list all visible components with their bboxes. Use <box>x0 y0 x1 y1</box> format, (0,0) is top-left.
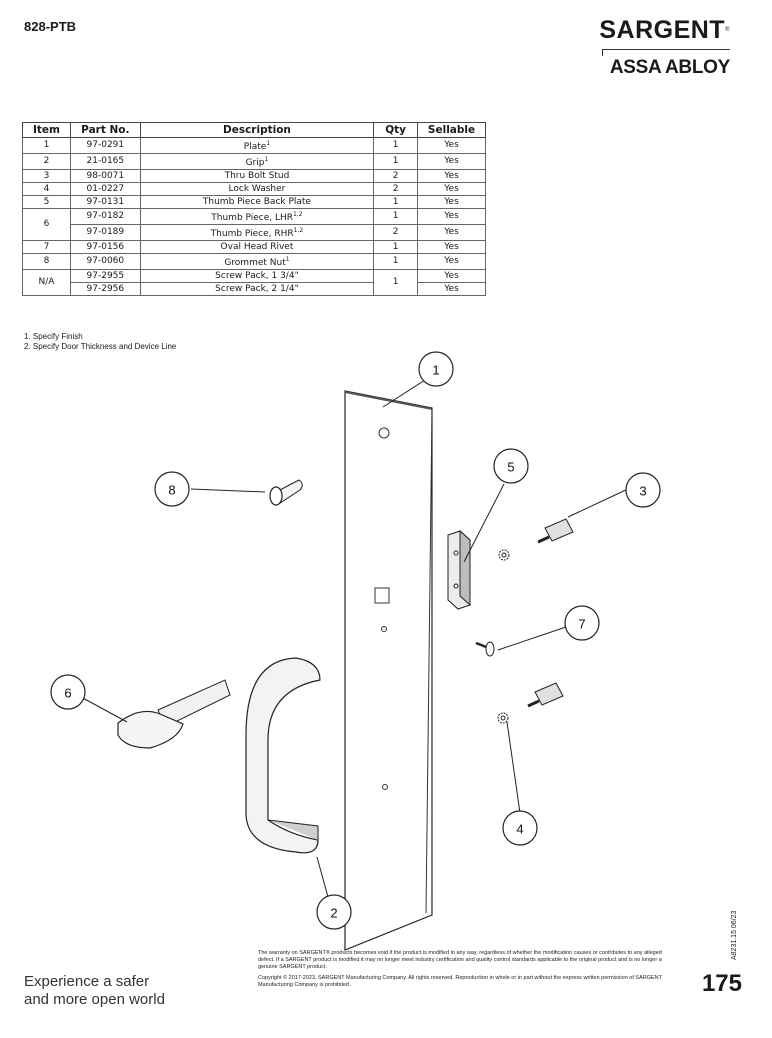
callout-3: 3 <box>625 472 661 508</box>
item-cell: N/A <box>22 269 71 296</box>
brand-parent: ASSA ABLOY <box>609 57 730 78</box>
svg-text:1: 1 <box>432 363 439 378</box>
brand-rule <box>602 49 730 56</box>
warranty-text: The warranty on SARGENT® products become… <box>258 950 662 970</box>
callout-2: 2 <box>316 894 352 930</box>
qty-cell: 1 <box>373 269 419 296</box>
leader-2 <box>316 856 329 898</box>
note-1: 1. Specify Finish <box>24 332 83 341</box>
callout-4: 4 <box>502 810 538 846</box>
leader-4 <box>506 721 521 814</box>
plate-part <box>344 390 433 951</box>
table-row: 5 97-0131 Thumb Piece Back Plate 1 Yes <box>22 195 486 209</box>
grip-part <box>245 657 321 854</box>
table-row: 2 21-0165 Grip1 1 Yes <box>22 153 486 170</box>
callout-7: 7 <box>564 605 600 641</box>
table-row: 97-2956 Screw Pack, 2 1/4" Yes <box>23 282 486 296</box>
document-id: A8231.15 06/23 <box>731 910 738 960</box>
leader-3 <box>567 488 629 518</box>
callout-5: 5 <box>493 448 529 484</box>
table-notes: 1. Specify Finish 2. Specify Door Thickn… <box>24 332 176 352</box>
sellable-cell: Yes <box>417 282 486 296</box>
header-description: Description <box>139 122 375 138</box>
svg-text:6: 6 <box>64 686 71 701</box>
table-row: 4 01-0227 Lock Washer 2 Yes <box>22 182 486 196</box>
brand-name: SARGENT® <box>599 16 730 44</box>
parts-table: Item Part No. Description Qty Sellable 1… <box>22 122 486 296</box>
svg-text:2: 2 <box>330 906 337 921</box>
brand-logo: SARGENT® ASSA ABLOY <box>599 16 730 78</box>
tagline: Experience a safer and more open world <box>24 973 165 1008</box>
callout-1: 1 <box>418 351 454 387</box>
svg-text:3: 3 <box>639 484 646 499</box>
table-row: 7 97-0156 Oval Head Rivet 1 Yes <box>22 240 486 254</box>
leader-6 <box>80 696 128 723</box>
callout-8: 8 <box>154 471 190 507</box>
svg-text:7: 7 <box>578 617 585 632</box>
page-number: 175 <box>701 970 742 997</box>
svg-text:4: 4 <box>516 822 523 837</box>
leader-8 <box>190 488 266 493</box>
copyright-text: Copyright © 2017-2023, SARGENT Manufactu… <box>258 975 662 988</box>
leader-5 <box>463 483 505 563</box>
leader-1 <box>382 379 426 408</box>
table-row: 3 98-0071 Thru Bolt Stud 2 Yes <box>22 169 486 183</box>
oval-head-rivet-part <box>475 641 495 657</box>
note-2: 2. Specify Door Thickness and Device Lin… <box>24 342 177 351</box>
grommet-nut-part <box>269 479 303 506</box>
table-row: N/A 97-2955 Screw Pack, 1 3/4" 1 Yes <box>22 269 486 296</box>
table-row: 97-0189 Thumb Piece, RHR1,2 2 Yes <box>23 224 486 241</box>
document-title: 828-PTB <box>24 19 77 34</box>
leader-7 <box>497 626 567 651</box>
callout-6: 6 <box>50 674 86 710</box>
svg-text:5: 5 <box>507 460 514 475</box>
thumb-piece-part <box>117 679 231 749</box>
thumb-piece-back-plate-part <box>447 529 471 610</box>
legal-text: The warranty on SARGENT® products become… <box>258 950 678 993</box>
svg-text:8: 8 <box>168 483 175 498</box>
desc-cell: Screw Pack, 2 1/4" <box>139 282 375 296</box>
header-item: Item <box>22 122 71 138</box>
thru-bolt-stud-part <box>527 518 574 708</box>
lock-washer-part <box>497 549 510 724</box>
